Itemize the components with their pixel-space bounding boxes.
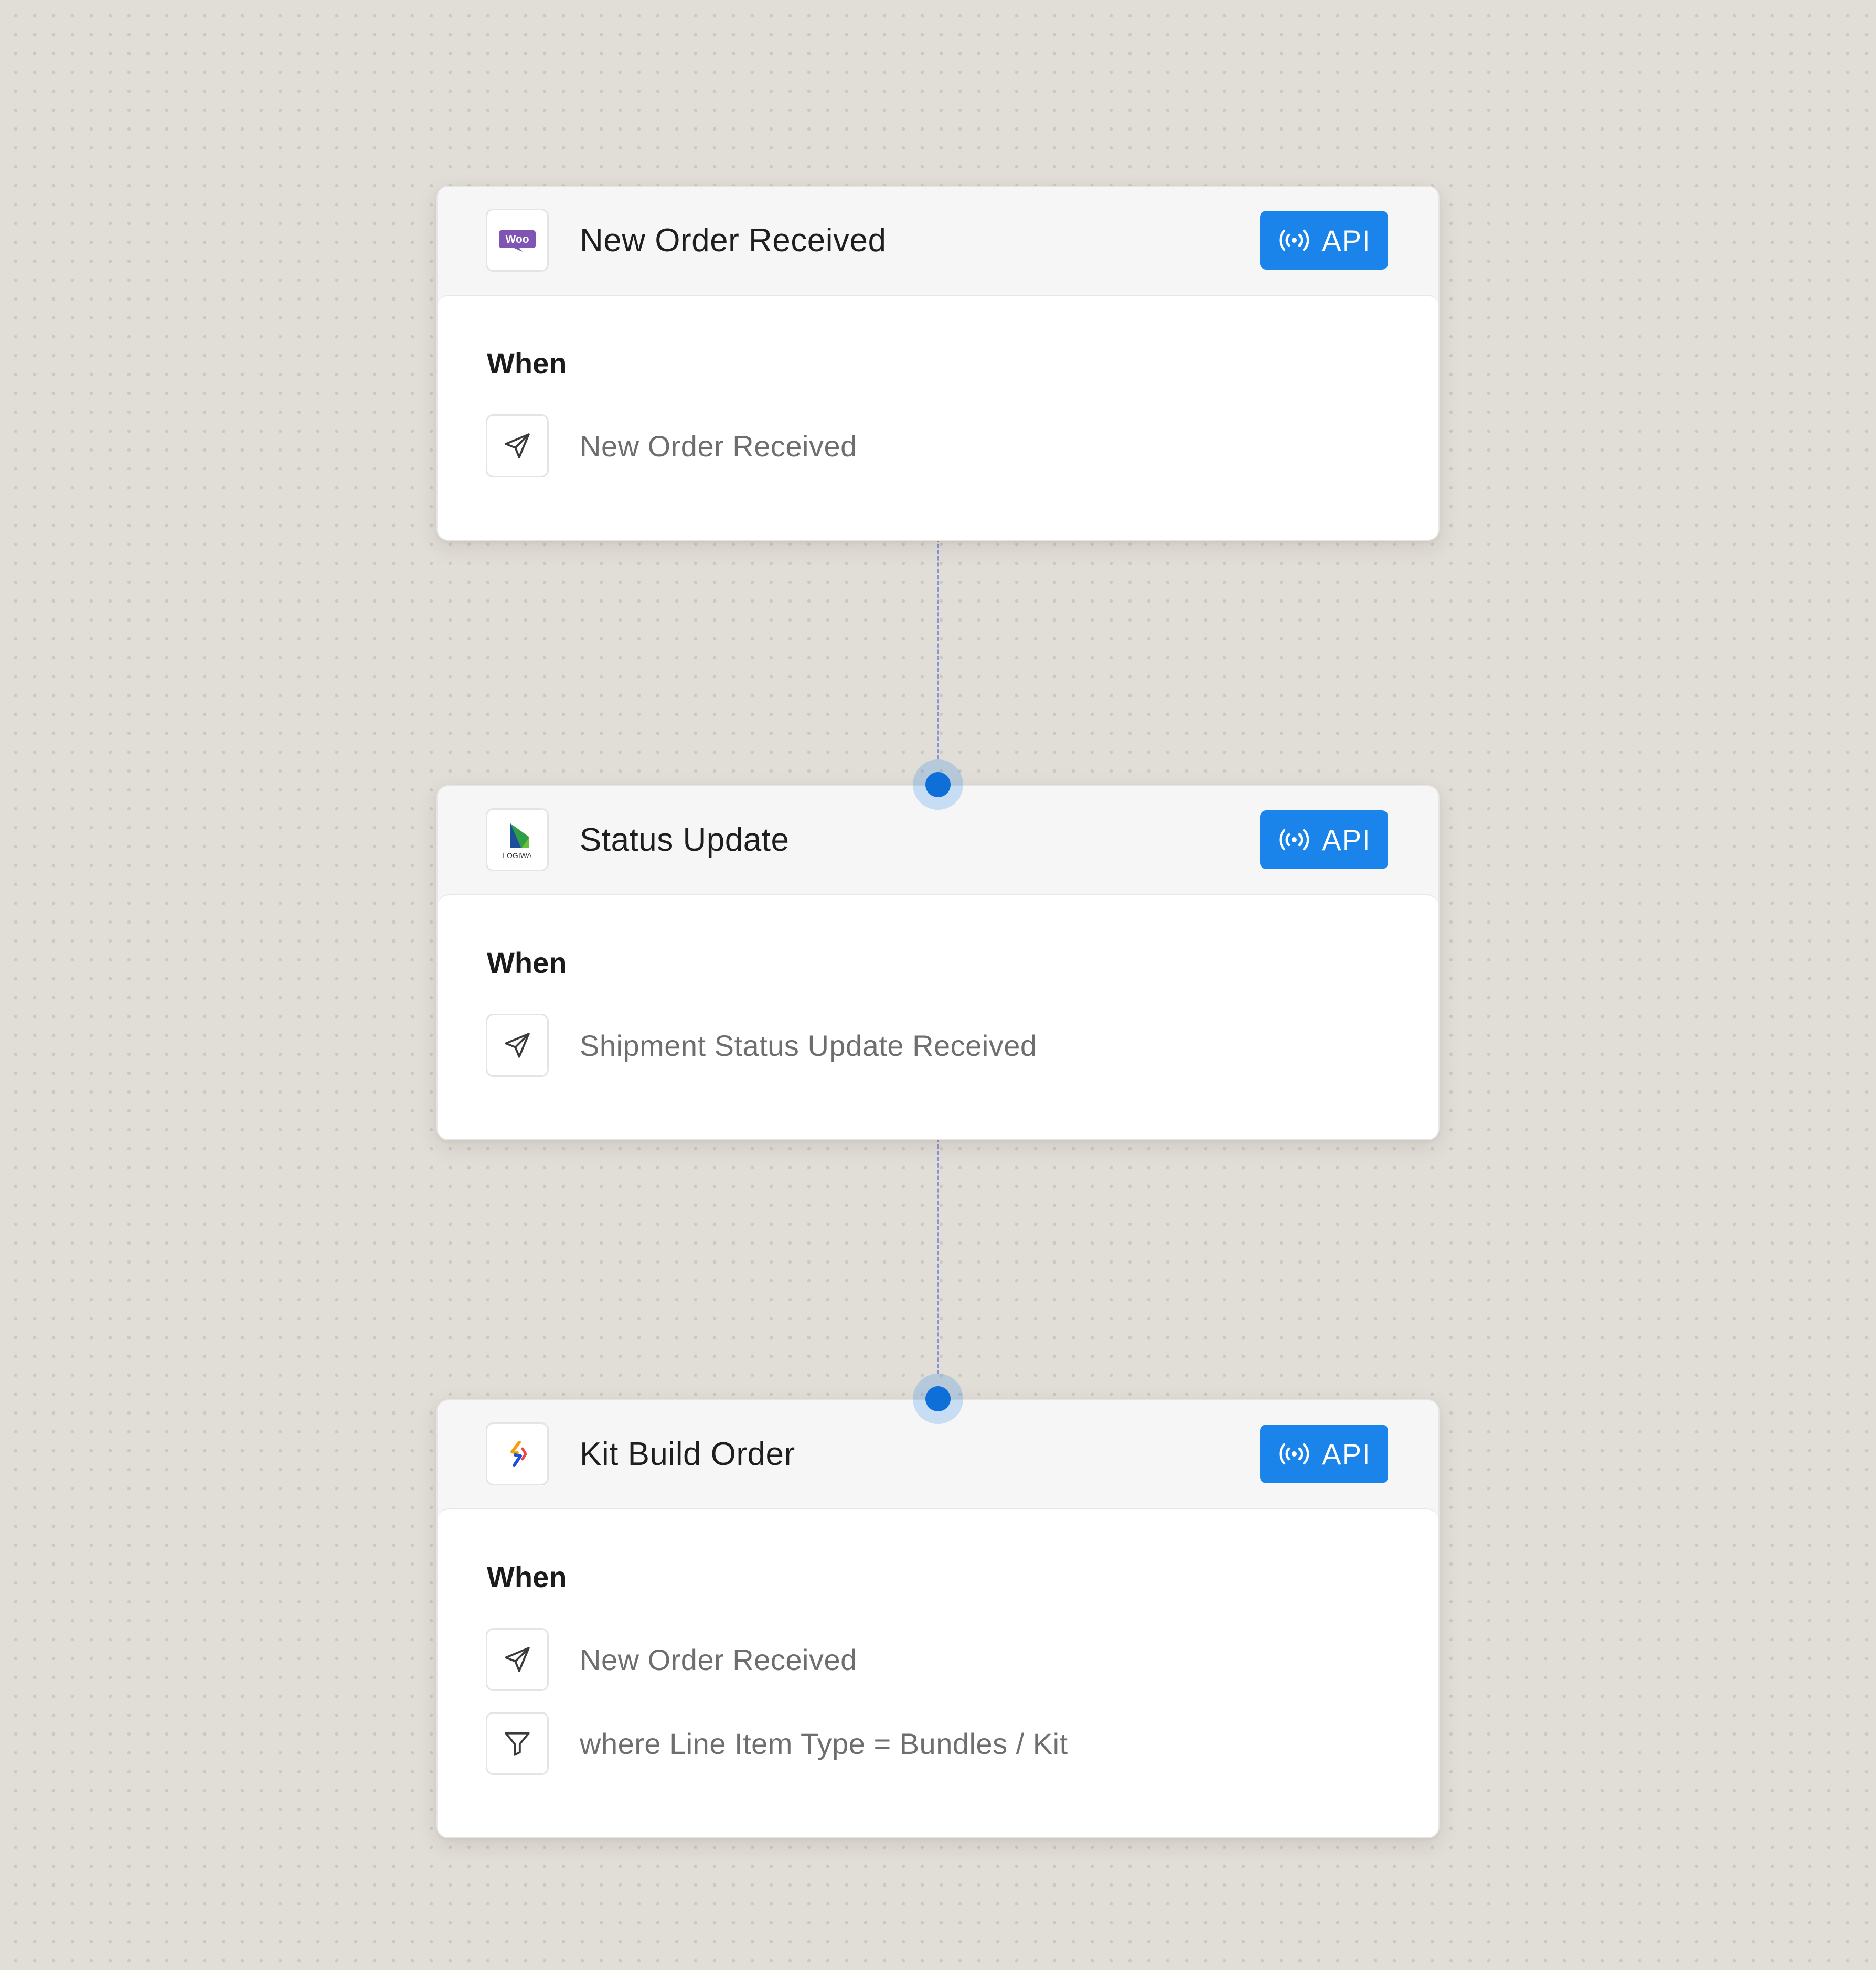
woocommerce-logo: Woo: [486, 209, 549, 272]
broadcast-icon: [1279, 229, 1309, 251]
filter-icon: [486, 1712, 549, 1775]
card-title: New Order Received: [580, 222, 887, 259]
api-badge-label: API: [1321, 1437, 1371, 1471]
broadcast-icon: [1279, 829, 1309, 851]
api-badge-label: API: [1321, 823, 1371, 856]
trigger-text: New Order Received: [580, 429, 857, 463]
send-icon: [486, 414, 549, 477]
workflow-step-card[interactable]: LOGIWA Status Update API When Ship: [436, 785, 1440, 1140]
when-label: When: [487, 1560, 567, 1593]
filter-row[interactable]: where Line Item Type = Bundles / Kit: [486, 1712, 1068, 1775]
connector-line-1: [937, 538, 939, 759]
connector-line-2: [937, 1138, 939, 1374]
api-badge[interactable]: API: [1260, 810, 1388, 869]
trigger-text: New Order Received: [580, 1643, 857, 1676]
svg-text:Woo: Woo: [505, 233, 529, 245]
logiwa-logo: LOGIWA: [486, 808, 549, 871]
card-header: Kit Build Order API: [438, 1400, 1438, 1508]
kit-app-logo: [486, 1422, 549, 1485]
connector-node-dot: [925, 772, 951, 797]
send-icon: [486, 1014, 549, 1077]
card-body: When New Order Received where Line Item …: [438, 1508, 1438, 1837]
connector-node-2[interactable]: [913, 1374, 963, 1424]
card-body: When New Order Received: [438, 295, 1438, 540]
api-badge[interactable]: API: [1260, 211, 1388, 270]
api-badge-label: API: [1321, 223, 1371, 257]
trigger-row[interactable]: Shipment Status Update Received: [486, 1014, 1037, 1077]
woocommerce-logo-icon: Woo: [499, 230, 536, 252]
when-label: When: [487, 946, 567, 979]
kit-app-logo-icon: [510, 1441, 527, 1467]
card-header: LOGIWA Status Update API: [438, 786, 1438, 894]
connector-node-dot: [925, 1386, 951, 1411]
send-icon: [486, 1628, 549, 1691]
svg-text:LOGIWA: LOGIWA: [503, 851, 532, 860]
connector-node-1[interactable]: [913, 759, 963, 810]
trigger-text: Shipment Status Update Received: [580, 1029, 1037, 1062]
card-title: Kit Build Order: [580, 1436, 795, 1472]
workflow-step-card[interactable]: Woo New Order Received API When Ne: [436, 186, 1440, 541]
trigger-row[interactable]: New Order Received: [486, 1628, 857, 1691]
workflow-step-card[interactable]: Kit Build Order API When New Order Recei…: [436, 1399, 1440, 1838]
broadcast-icon: [1279, 1443, 1309, 1465]
card-title: Status Update: [580, 822, 790, 858]
trigger-row[interactable]: New Order Received: [486, 414, 857, 477]
filter-text: where Line Item Type = Bundles / Kit: [580, 1727, 1068, 1760]
logiwa-logo-icon: LOGIWA: [503, 823, 532, 860]
when-label: When: [487, 347, 567, 380]
api-badge[interactable]: API: [1260, 1425, 1388, 1483]
card-body: When Shipment Status Update Received: [438, 894, 1438, 1139]
card-header: Woo New Order Received API: [438, 187, 1438, 295]
